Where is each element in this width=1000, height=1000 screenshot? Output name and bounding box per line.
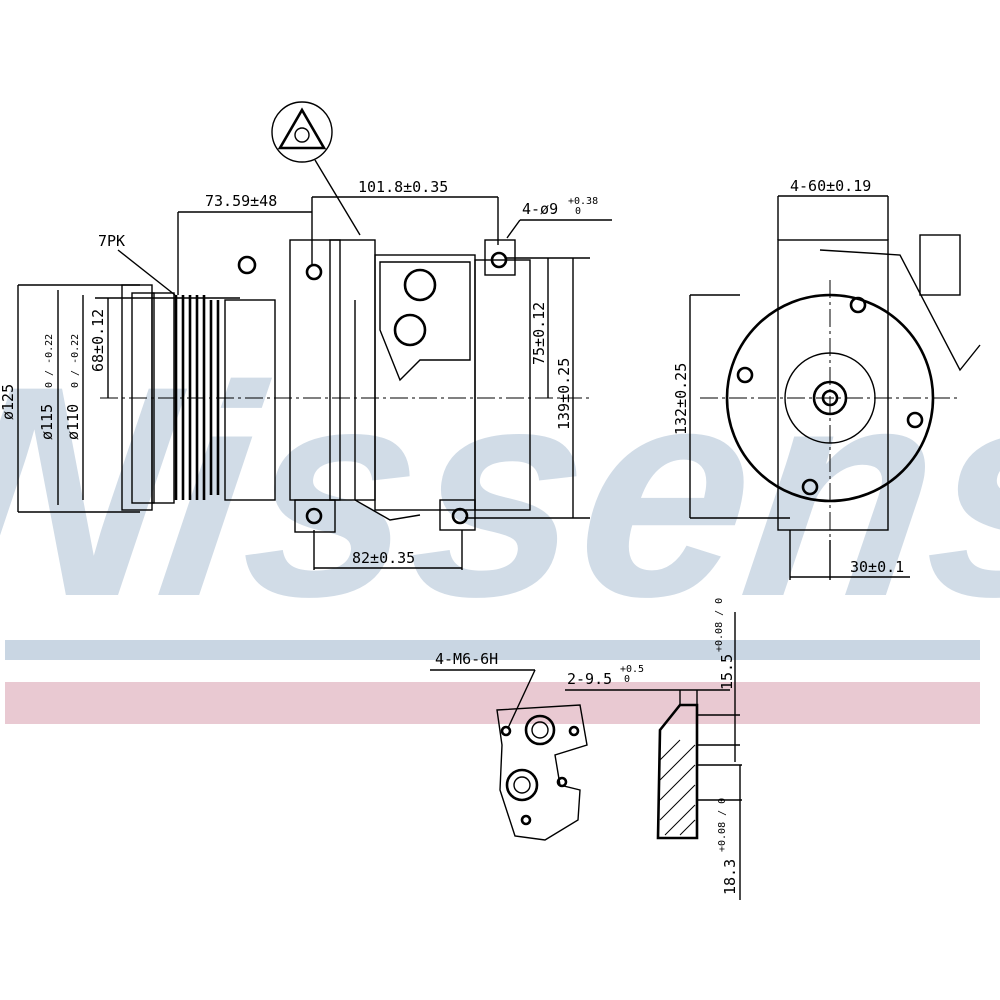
thread-label: 4-M6-6H	[435, 650, 498, 668]
dim-115-tol: 0 / -0.22	[44, 334, 55, 388]
dim-15-tol: +0.08 / 0	[714, 598, 725, 652]
ports-tol-upper: +0.5	[620, 664, 644, 675]
port-flange-view: 4-M6-6H	[430, 650, 588, 841]
front-view: 4-60±0.19 132±0.25 30±0.1	[672, 177, 981, 580]
dim-68: 68±0.12	[89, 309, 107, 372]
dim-15: 15.5	[718, 654, 736, 690]
belt-label: 7PK	[98, 232, 125, 250]
watermark-stripe-pink	[5, 682, 980, 724]
holes-tol-lower: 0	[575, 206, 581, 217]
dim-60: 4-60±0.19	[790, 177, 871, 195]
dim-18: 18.3	[721, 859, 739, 895]
dim-110-tol: 0 / -0.22	[70, 334, 81, 388]
svg-text:Nissens: Nissens	[0, 323, 1000, 658]
watermark-stripe-blue	[5, 640, 980, 660]
dim-125: ø125	[0, 384, 17, 420]
dim-30: 30±0.1	[850, 558, 904, 576]
dim-110: ø110	[64, 404, 82, 440]
dim-73: 73.59±48	[205, 192, 277, 210]
ports-label: 2-9.5	[567, 670, 612, 688]
dim-115: ø115	[38, 404, 56, 440]
dim-holes: 4-ø9	[522, 200, 558, 218]
dim-18-tol: +0.08 / 0	[717, 798, 728, 852]
port-section-view: 2-9.5 +0.5 0 15.5 +0.08 / 0 18.3 +0.08 /…	[565, 598, 742, 900]
dim-82: 82±0.35	[352, 549, 415, 567]
nissens-watermark: Nissens	[0, 323, 1000, 724]
ports-tol-lower: 0	[624, 674, 630, 685]
dim-132: 132±0.25	[672, 363, 690, 435]
dim-75: 75±0.12	[530, 302, 548, 365]
side-view: 7PK 73.59±48 101.8±0.35 4-ø9 +0.38 0 ø12…	[0, 178, 612, 570]
dim-101: 101.8±0.35	[358, 178, 448, 196]
holes-tol-upper: +0.38	[568, 196, 598, 207]
refrigerant-symbol-icon	[271, 101, 361, 236]
dim-139: 139±0.25	[555, 358, 573, 430]
